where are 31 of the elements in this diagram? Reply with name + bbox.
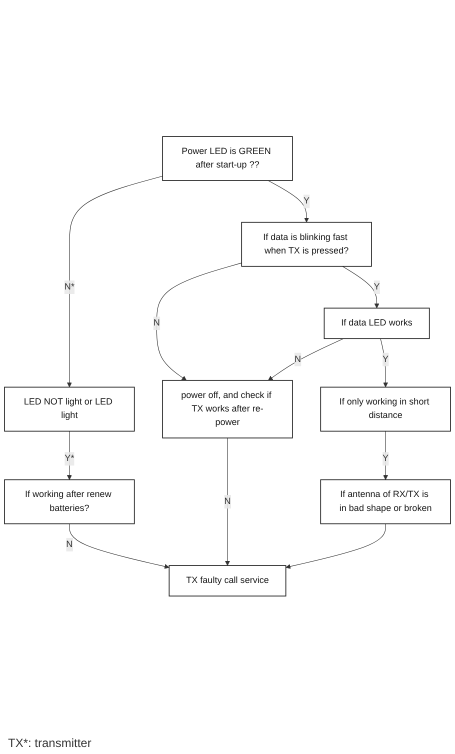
edge-label: Y*: [64, 453, 74, 464]
node-box: TX faulty call service: [168, 564, 286, 596]
node-box: If data is blinking fast when TX is pressed?: [241, 222, 372, 266]
edge-label: Y: [374, 282, 380, 292]
footnote: TX*: transmitter: [7, 735, 92, 752]
edge-label: N: [66, 539, 73, 549]
node-box: If antenna of RX/TX is in bad shape or broken: [320, 479, 451, 524]
node-box: power off, and check if TX works after re-power: [162, 380, 293, 438]
node-box: LED NOT light or LED light: [4, 386, 135, 432]
node-box: If only working in short distance: [320, 386, 451, 432]
arrow: [225, 437, 230, 566]
node-box: If working after renew batteries?: [4, 479, 135, 524]
arrow: [268, 338, 344, 380]
arrow: [268, 180, 310, 222]
arrow: [156, 262, 242, 380]
edge-label: N: [224, 496, 231, 506]
edge-label: Y: [304, 196, 310, 206]
arrow: [286, 523, 386, 569]
arrow: [66, 430, 72, 480]
edge-label: N: [294, 354, 302, 364]
edge-label: Y: [382, 453, 389, 464]
arrow: [69, 523, 170, 569]
edge-label: N*: [64, 282, 74, 292]
arrow: [380, 338, 388, 388]
arrow: [383, 430, 388, 480]
node-box: Power LED is GREEN after start-up ??: [162, 136, 293, 181]
arrow: [66, 176, 163, 388]
edge-label: N: [153, 318, 160, 328]
edge-label: Y: [382, 354, 389, 364]
arrow: [342, 266, 380, 308]
node-box: If data LED works: [324, 307, 430, 339]
